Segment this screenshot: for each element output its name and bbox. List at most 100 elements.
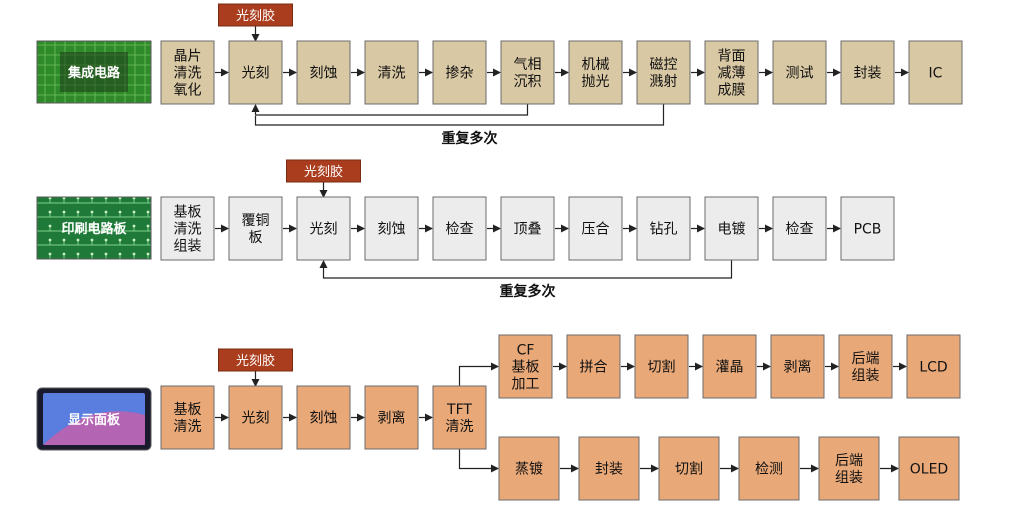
ic-step-10-label: 测试 <box>786 66 814 82</box>
oled-step-4: 检测 <box>738 436 800 501</box>
ic-step-1: 晶片清洗氧化 <box>160 40 215 105</box>
pcb-step-7: 压合 <box>568 196 623 261</box>
display-step-4: 剥离 <box>364 385 419 450</box>
pcb-step-11-box <box>840 196 895 261</box>
pcb-step-5-box <box>432 196 487 261</box>
display-step-3-label: 刻蚀 <box>310 411 338 427</box>
pcb-step-4-box <box>364 196 419 261</box>
ic-step-5: 掺杂 <box>432 40 487 105</box>
pcb-step-8: 钻孔 <box>636 196 691 261</box>
ic-step-2: 光刻 <box>228 40 283 105</box>
pcb-step-8-box <box>636 196 691 261</box>
lcd-step-5: 剥离 <box>770 334 825 399</box>
ic-step-6-box <box>500 40 555 105</box>
pcb-photoresist-note-box <box>286 159 361 183</box>
lcd-step-3: 切割 <box>634 334 689 399</box>
ic-photoresist-note-box <box>218 3 293 27</box>
ic-step-4: 清洗 <box>364 40 419 105</box>
display-step-1-label: 基板清洗 <box>174 401 202 435</box>
pcb-step-6-label: 顶叠 <box>514 222 542 238</box>
oled-step-4-box <box>738 436 800 501</box>
oled-step-2-label: 封装 <box>595 462 623 478</box>
pcb-step-5-label: 检查 <box>446 222 474 238</box>
pcb-step-6-box <box>500 196 555 261</box>
display-step-5-box <box>432 385 487 450</box>
lcd-step-6-box <box>838 334 893 399</box>
pcb-step-2-box <box>228 196 283 261</box>
pcb-step-1-label: 基板清洗组装 <box>174 204 202 255</box>
lcd-step-7: LCD <box>906 334 961 399</box>
pcb-step-7-box <box>568 196 623 261</box>
ic-step-2-label: 光刻 <box>242 66 270 82</box>
oled-step-6: OLED <box>898 436 960 501</box>
pcb-step-6: 顶叠 <box>500 196 555 261</box>
display-step-4-box <box>364 385 419 450</box>
lcd-step-3-box <box>634 334 689 399</box>
pcb-step-11: PCB <box>840 196 895 261</box>
pcb-step-1: 基板清洗组装 <box>160 196 215 261</box>
ic-step-6-label: 气相沉积 <box>514 57 542 90</box>
pcb-photoresist-note: 光刻胶 <box>286 159 361 183</box>
lcd-step-6: 后端组装 <box>838 334 893 399</box>
oled-step-2-box <box>578 436 640 501</box>
pcb-step-4: 刻蚀 <box>364 196 419 261</box>
ic-step-12-label: IC <box>929 66 943 82</box>
display-step-3-box <box>296 385 351 450</box>
pcb-step-3-label: 光刻 <box>310 222 338 238</box>
pcb-step-9-label: 电镀 <box>718 221 746 238</box>
lcd-step-5-label: 剥离 <box>784 359 812 376</box>
display-step-4-label: 剥离 <box>378 410 406 427</box>
ic-step-3-box <box>296 40 351 105</box>
ic-step-5-box <box>432 40 487 105</box>
display-photoresist-note-label: 光刻胶 <box>236 353 275 369</box>
display-step-2: 光刻 <box>228 385 283 450</box>
lcd-step-7-box <box>906 334 961 399</box>
lcd-step-2-label: 拼合 <box>580 360 608 376</box>
ic-step-8: 磁控溅射 <box>636 40 691 105</box>
pcb-step-5: 检查 <box>432 196 487 261</box>
pcb-step-1-box <box>160 196 215 261</box>
oled-step-3-box <box>658 436 720 501</box>
pcb-step-2-label: 覆铜板 <box>242 213 270 246</box>
pcb-product-label: 印刷电路板 <box>61 221 127 237</box>
ic-step-3: 刻蚀 <box>296 40 351 105</box>
lcd-step-1-box <box>498 334 553 399</box>
pcb-step-3: 光刻 <box>296 196 351 261</box>
pcb-step-11-label: PCB <box>854 222 882 238</box>
oled-step-1-label: 蒸镀 <box>515 461 543 478</box>
oled-step-5-box <box>818 436 880 501</box>
pcb-step-10-label: 检查 <box>786 222 814 238</box>
ic-step-11: 封装 <box>840 40 895 105</box>
lcd-step-2: 拼合 <box>566 334 621 399</box>
pcb-repeat-label: 重复多次 <box>500 283 556 300</box>
pcb-step-9: 电镀 <box>704 196 759 261</box>
oled-step-1-box <box>498 436 560 501</box>
ic-step-9: 背面减薄成膜 <box>704 40 759 105</box>
ic-step-4-box <box>364 40 419 105</box>
lcd-step-4-label: 灌晶 <box>716 360 744 376</box>
ic-step-11-label: 封装 <box>854 66 882 82</box>
display-product-image: 显示面板 <box>36 387 152 451</box>
pcb-step-7-label: 压合 <box>582 222 610 238</box>
ic-step-10: 测试 <box>772 40 827 105</box>
ic-photoresist-note: 光刻胶 <box>218 3 293 27</box>
oled-step-5: 后端组装 <box>818 436 880 501</box>
display-step-3: 刻蚀 <box>296 385 351 450</box>
ic-step-8-label: 磁控溅射 <box>650 57 678 90</box>
ic-step-1-label: 晶片清洗氧化 <box>174 49 202 99</box>
lcd-step-2-box <box>566 334 621 399</box>
display-branch-lcd <box>458 362 499 386</box>
display-product-label: 显示面板 <box>68 412 121 428</box>
display-branch-oled <box>458 449 499 473</box>
ic-step-7-box <box>568 40 623 105</box>
display-photoresist-note: 光刻胶 <box>218 348 293 372</box>
oled-step-6-box <box>898 436 960 501</box>
ic-step-1-box <box>160 40 215 105</box>
lcd-step-7-label: LCD <box>919 360 947 376</box>
ic-product-image: 集成电路 <box>36 40 152 104</box>
ic-step-5-label: 掺杂 <box>446 65 474 82</box>
